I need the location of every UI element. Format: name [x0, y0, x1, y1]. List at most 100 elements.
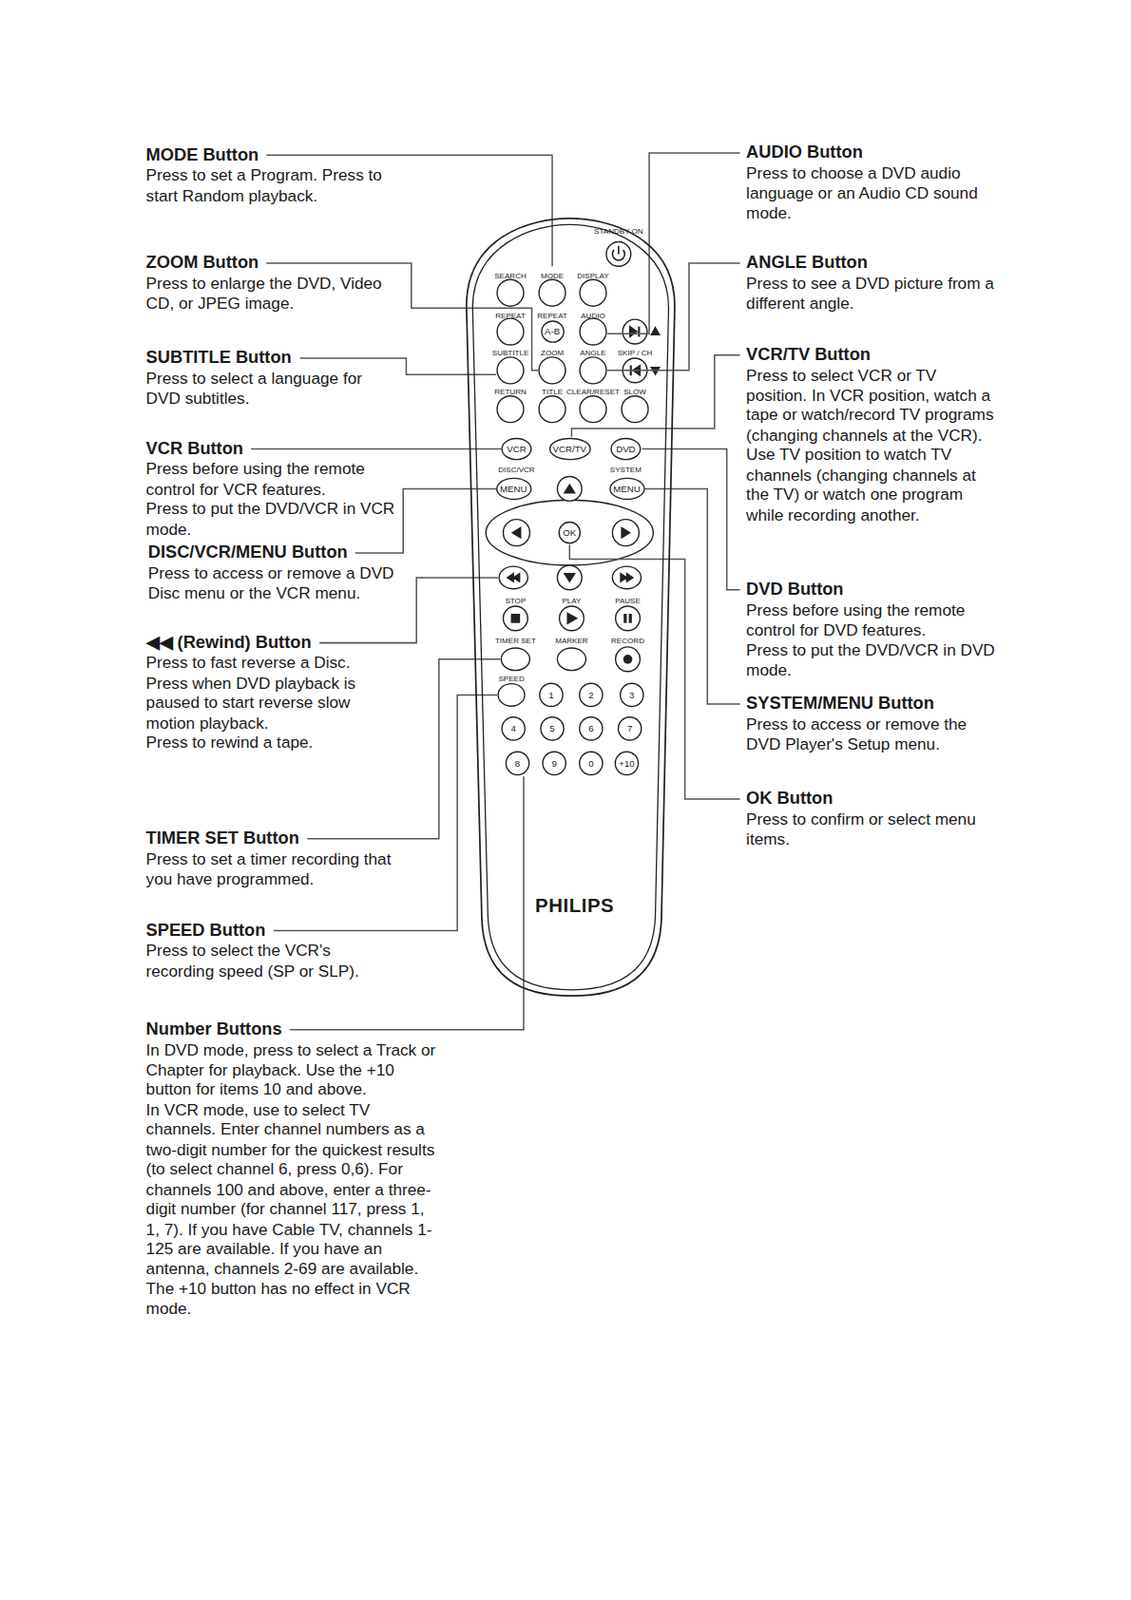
number-button: 0 — [578, 750, 604, 776]
navigation-pad — [556, 477, 582, 502]
callout: ANGLE ButtonPress to see a DVD picture f… — [746, 252, 1002, 313]
number-button: 4 — [500, 716, 526, 742]
button-label: DISPLAY — [576, 270, 609, 281]
callout: TIMER SET ButtonPress to set a timer rec… — [146, 828, 397, 889]
transport-button — [498, 566, 641, 707]
transport-button — [507, 574, 520, 583]
standby-button — [617, 246, 620, 255]
callout: SPEED ButtonPress to select the VCR's re… — [146, 920, 397, 981]
transport-button — [498, 684, 525, 708]
button-text: 5 — [549, 723, 555, 734]
callout-text: In DVD mode, press to select a Track or … — [146, 1039, 442, 1100]
callout-text: Press to select a language for DVD subti… — [146, 368, 397, 409]
callout-text: Press to access or remove a DVD Disc men… — [148, 563, 399, 604]
button-outline — [620, 683, 644, 707]
navigation-pad — [621, 527, 631, 538]
transport-button — [623, 654, 633, 665]
leader-line — [607, 153, 741, 334]
callout-heading: ◀◀ (Rewind) Button — [146, 632, 312, 653]
button-label: MARKER — [555, 636, 588, 647]
callout-text: Press before using the remote control fo… — [146, 459, 397, 499]
callout-heading: TIMER SET Button — [146, 828, 300, 849]
remote-outline — [466, 218, 675, 997]
callout: VCR ButtonPress before using the remote … — [146, 439, 397, 539]
transport-button — [559, 606, 585, 632]
button-text: 7 — [627, 723, 633, 734]
callout: Number ButtonsIn DVD mode, press to sele… — [146, 1019, 442, 1320]
number-button: 2 — [578, 683, 604, 709]
navigation-pad — [556, 565, 582, 591]
button-text: DVD — [615, 443, 635, 455]
transport-button — [620, 574, 633, 583]
transport-button — [556, 648, 586, 671]
callout: SUBTITLE ButtonPress to select a languag… — [146, 347, 397, 408]
transport-button — [615, 647, 641, 672]
button-outline — [618, 717, 642, 741]
navigation-pad — [512, 527, 521, 538]
callout-text: Press to set a timer recording that you … — [146, 849, 397, 890]
number-button: 6 — [578, 716, 604, 742]
button-outline — [505, 751, 529, 775]
button-outline — [614, 751, 638, 775]
callout-heading: VCR/TV Button — [746, 345, 871, 365]
button-label: DISC/VCR — [498, 464, 535, 475]
button-text: 8 — [515, 758, 520, 769]
button-label: CLEAR/RESET — [566, 387, 620, 398]
transport-button — [502, 606, 528, 632]
button-label: RETURN — [494, 387, 527, 398]
button-text: A-B — [544, 326, 560, 338]
callout: AUDIO ButtonPress to choose a DVD audio … — [746, 142, 1002, 223]
button-text: 0 — [588, 758, 594, 769]
callout-heading: ANGLE Button — [746, 252, 868, 273]
number-button: 1 — [538, 683, 564, 709]
transport-button — [629, 613, 633, 624]
callout-text: Press to set a Program. Press to start R… — [146, 165, 397, 206]
callout-text: Press to select the VCR's recording spee… — [146, 940, 397, 981]
transport-button — [500, 648, 530, 671]
callout-text: Press to access or remove the DVD Player… — [746, 714, 1002, 755]
callout-text: Press to confirm or select menu items. — [746, 809, 1002, 850]
skip-button — [651, 327, 660, 336]
callout-text: In VCR mode, use to select TV channels. … — [146, 1099, 442, 1319]
round-button — [538, 396, 566, 423]
leader-line — [289, 776, 524, 1030]
callout-text: Press when DVD playback is paused to sta… — [146, 672, 397, 733]
round-button — [497, 279, 524, 307]
callout: ZOOM ButtonPress to enlarge the DVD, Vid… — [146, 252, 397, 313]
round-button — [579, 318, 607, 346]
callout-text: Press to enlarge the DVD, Video CD, or J… — [146, 273, 397, 314]
button-outline — [539, 683, 563, 707]
button-label: REPEAT — [495, 310, 526, 321]
remote-outline — [460, 214, 682, 1001]
callout-heading: Number Buttons — [146, 1019, 283, 1040]
callout-text: Press to put the DVD/VCR in VCR mode. — [146, 498, 397, 539]
button-outline — [496, 478, 531, 499]
button-label: ANGLE — [579, 348, 606, 359]
button-text: 9 — [551, 758, 556, 769]
callout-heading: SPEED Button — [146, 920, 267, 941]
callout-heading: DVD Button — [746, 579, 844, 600]
callout-heading: DISC/VCR/MENU Button — [148, 542, 348, 563]
round-button — [579, 396, 607, 423]
button-label: PLAY — [561, 596, 581, 607]
number-button: 8 — [505, 750, 531, 776]
button-outline — [579, 683, 603, 707]
button-label: TIMER SET — [495, 636, 537, 647]
button-label: PAUSE — [614, 596, 641, 607]
navigation-pad — [564, 484, 576, 494]
remote-body: PHILIPSA-BVCRVCR/TVDVDMENUMENUOK12345678… — [460, 214, 682, 1001]
button-label: ZOOM — [540, 348, 564, 359]
callout-text: Use TV position to watch TV channels (ch… — [746, 444, 1002, 525]
callout-heading: VCR Button — [146, 439, 244, 460]
number-button: 3 — [619, 683, 645, 709]
button-text: VCR — [506, 443, 526, 455]
callout: OK ButtonPress to confirm or select menu… — [746, 788, 1002, 849]
button-text: 6 — [588, 723, 594, 734]
button-outline — [558, 522, 580, 544]
round-button — [621, 396, 649, 423]
transport-button — [612, 566, 641, 590]
button-text: OK — [562, 527, 576, 538]
